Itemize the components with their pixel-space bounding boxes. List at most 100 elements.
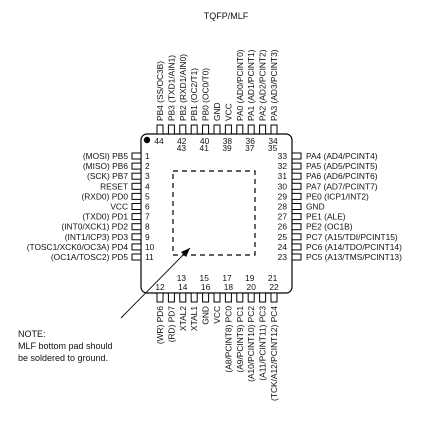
pin-label: PE1 (ALE): [306, 212, 346, 222]
pin-pad: [291, 223, 302, 231]
pin-label: PE0 (ICP1/INT2): [306, 191, 369, 201]
pin-number: 39: [222, 143, 232, 153]
pin-label: (MISO) PB6: [83, 161, 128, 171]
pin-label: VCC: [212, 306, 222, 324]
pin-pad: [131, 233, 142, 241]
pin-label: (RXD0) PD0: [81, 191, 128, 201]
pin-number: 24: [278, 242, 288, 252]
pin-label: XTAL1: [189, 306, 199, 331]
pin-label: PA6 (AD6/PCINT6): [306, 171, 378, 181]
pin-label: PC5 (A13/TMS/PCINT13): [306, 252, 402, 262]
pin-number: 4: [145, 181, 150, 191]
pin-number: 34: [268, 136, 278, 146]
pin-label: PB1 (OC2/T1): [189, 68, 199, 121]
note-line: NOTE:: [18, 329, 46, 339]
pin-pad: [291, 233, 302, 241]
pin-number: 9: [145, 232, 150, 242]
pin-label: PA7 (AD7/PCINT7): [306, 181, 378, 191]
pin-pad: [131, 253, 142, 261]
pin-pad: [236, 292, 244, 303]
pin-number: 11: [145, 252, 154, 262]
pin-label: GND: [306, 202, 325, 212]
pin-pad: [213, 292, 221, 303]
pin-number: 36: [246, 136, 256, 146]
pin-pad: [202, 124, 210, 135]
pin-number: 30: [278, 181, 288, 191]
pin-number: 35: [268, 143, 278, 153]
pin-pad: [247, 292, 255, 303]
pin-number: 3: [145, 171, 150, 181]
chip-body: [140, 133, 293, 294]
pin-number: 22: [269, 282, 279, 292]
pin-label: VCC: [223, 103, 233, 121]
pin-label: VCC: [110, 202, 128, 212]
pin-label: (A10/PCINT10) PC2: [246, 306, 256, 382]
pin-pad: [291, 152, 302, 160]
pin-pad: [291, 203, 302, 210]
pin-label: (A9/PCINT9) PC1: [235, 306, 245, 373]
pin-label: (MOSI) PB5: [83, 151, 128, 161]
note-line: be soldered to ground.: [18, 353, 108, 363]
pin-number: 44: [154, 136, 164, 146]
pin-label: PB4 (SS/OC3B): [155, 61, 165, 121]
pin-pad: [179, 292, 187, 303]
pin-pad: [179, 124, 187, 135]
pin-label: PA2 (AD2/PCINT2): [258, 49, 268, 121]
pin-label: PA3 (AD3/PCINT3): [269, 49, 279, 121]
pin-number: 23: [278, 252, 288, 262]
pin-pad: [131, 172, 142, 180]
pin-label: PC6 (A14/TDO/PCINT14): [306, 242, 402, 252]
pin-number: 43: [177, 143, 187, 153]
pin-label: GND: [212, 102, 222, 121]
pin-number: 32: [278, 161, 288, 171]
pin1-marker: [143, 136, 151, 144]
pin-pad: [247, 124, 255, 135]
pin-label: PA4 (AD4/PCINT4): [306, 151, 378, 161]
pin-pad: [224, 124, 232, 135]
pin-label: (WR) PD6: [155, 306, 165, 344]
pin-number: 15: [200, 273, 210, 283]
note-line: MLF bottom pad should: [18, 341, 113, 351]
pin-number: 19: [245, 273, 255, 283]
pin-label: PB3 (TXD1/AIN1): [166, 55, 176, 121]
pin-label: (SCK) PB7: [87, 171, 128, 181]
pin-pad: [291, 213, 302, 221]
pin-number: 21: [268, 273, 278, 283]
pin-number: 12: [155, 282, 165, 292]
pin-pad: [270, 292, 278, 303]
pin-label: (INT1/ICP3) PD3: [65, 232, 129, 242]
pin-number: 28: [278, 202, 288, 212]
pin-number: 27: [278, 212, 288, 222]
note-arrow-head: [181, 248, 190, 257]
pin-pad: [224, 292, 232, 303]
pin-pad: [131, 152, 142, 160]
pin-pad: [156, 124, 164, 135]
pin-number: 1: [145, 151, 150, 161]
pin-number: 37: [245, 143, 255, 153]
pin-label: (A11/PCINT11) PC3: [258, 306, 268, 381]
pin-label: PE2 (OC1B): [306, 222, 353, 232]
pin-number: 26: [278, 222, 288, 232]
pin-pad: [213, 124, 221, 135]
pin-label: XTAL2: [178, 306, 188, 331]
pin-number: 8: [145, 222, 150, 232]
pin-pad: [291, 253, 302, 261]
pin-number: 41: [200, 143, 210, 153]
pin-label: PA0 (AD0/PCINT0): [235, 49, 245, 121]
pin-pad: [131, 213, 142, 221]
pin-pad: [131, 182, 142, 190]
note-text: NOTE: MLF bottom pad should be soldered …: [18, 329, 115, 363]
pin-label: PB0 (OC0/T0): [201, 68, 211, 121]
pin-number: 13: [177, 273, 187, 283]
pin-pad: [259, 124, 267, 135]
pin-number: 18: [224, 282, 234, 292]
pin-label: PA1 (AD1/PCINT1): [246, 49, 256, 121]
pin-pad: [291, 192, 302, 200]
pin-pad: [156, 292, 164, 303]
pin-label: PC7 (A15/TDI/PCINT15): [306, 232, 398, 242]
pin-pad: [131, 243, 142, 251]
pin-label: (TOSC1/XCK0/OC3A) PD4: [27, 242, 129, 252]
pin-pad: [236, 124, 244, 135]
